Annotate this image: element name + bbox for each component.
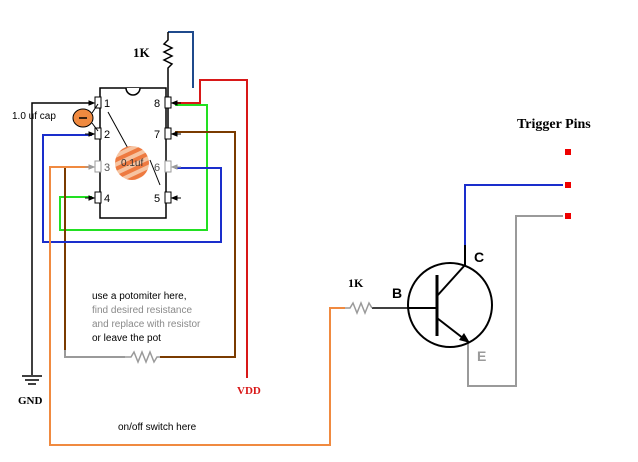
vdd-label: VDD (237, 385, 261, 397)
ic-pin-4-label: 4 (104, 193, 110, 205)
resistor-base (345, 300, 373, 316)
ic-notch (125, 87, 141, 96)
ic-pin-6-box (164, 160, 172, 173)
pot-note-line-2: find desired resistance (92, 305, 192, 316)
transistor-body (407, 262, 493, 348)
trigger-pin-3 (565, 213, 571, 219)
ic-pin-4-box (94, 191, 102, 204)
ic-pin-3-box (94, 160, 102, 173)
ic-internal-line-2 (149, 159, 161, 186)
ic-pin-8-box (164, 96, 172, 109)
ic-pin-5-label: 5 (154, 193, 160, 205)
ic-pin-2-box (94, 127, 102, 140)
ic-pin-1-box (94, 96, 102, 109)
resistor-top-label: 1K (133, 45, 151, 60)
potentiometer (125, 349, 160, 365)
cap-01-icon (115, 146, 149, 180)
wire-trigger-blue (464, 184, 563, 245)
ic-pin-5-box (164, 191, 172, 204)
cap-10-lead-2 (91, 122, 99, 132)
ic-pin-2-label: 2 (104, 129, 110, 141)
ic-pin-6-label: 6 (154, 162, 160, 174)
trigger-pin-1 (565, 149, 571, 155)
transistor-emitter-arrow (459, 333, 470, 343)
pot-note-line-4: or leave the pot (92, 333, 161, 344)
transistor-c-label: C (474, 249, 484, 265)
ic-pin-arrows-gray (85, 164, 181, 170)
wire-blue-loop (42, 134, 222, 243)
wire-pot-gray (64, 350, 125, 358)
wire-gnd (31, 102, 92, 375)
cap-10-label: 1.0 uf cap (12, 111, 56, 122)
ic-pin-8-label: 8 (154, 98, 160, 110)
ic-internal-line-1 (107, 111, 131, 153)
wire-trigger-gray (467, 215, 563, 387)
wire-switch-orange (49, 166, 345, 446)
ic-pin-1-label: 1 (104, 98, 110, 110)
pot-note-line-1: use a potomiter here, (92, 291, 187, 302)
transistor-collector (436, 264, 466, 297)
wire-vdd-red (175, 79, 248, 378)
ic-pin-7-label: 7 (154, 129, 160, 141)
ic-pin-arrows (85, 100, 181, 201)
cap-10-lead (91, 103, 99, 114)
gnd-label: GND (18, 395, 43, 407)
pot-note-line-3: and replace with resistor (92, 319, 201, 330)
resistor-top (162, 32, 174, 90)
trigger-pins-title: Trigger Pins (517, 117, 591, 132)
switch-note: on/off switch here (118, 422, 197, 433)
ic-pin-3-label: 3 (104, 162, 110, 174)
transistor-b-label: B (392, 285, 402, 301)
wire-brown-pin7 (160, 131, 236, 358)
ic-pin-7-box (164, 127, 172, 140)
gnd-symbol (22, 375, 42, 385)
transistor-e-label: E (477, 348, 486, 364)
resistor-base-label: 1K (348, 276, 364, 290)
cap-01-label: 0.1uf (121, 158, 143, 169)
wire-1k-top-blue (168, 31, 194, 88)
trigger-pin-2 (565, 182, 571, 188)
